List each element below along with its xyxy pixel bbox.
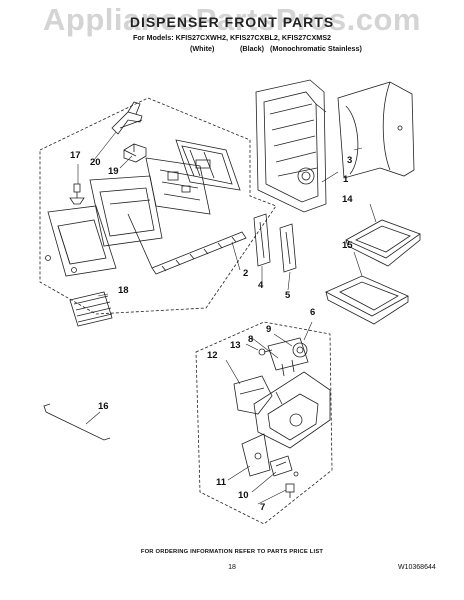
callout-13: 13 [230,340,241,351]
bezel-screws [45,255,77,273]
part-14-tray [345,219,421,267]
callout-6: 6 [310,307,316,318]
callout-12: 12 [207,350,218,361]
callout-19: 19 [108,166,119,177]
callout-17: 17 [70,150,81,161]
control-board-housing [175,139,241,191]
part-15-drip-tray [325,275,409,325]
part-5-panel [279,223,297,273]
callout-7: 7 [260,502,266,513]
part-13-screw [258,348,273,356]
part-12-funnel [233,375,273,415]
callout-3: 3 [347,155,353,166]
callout-20: 20 [90,157,101,168]
callout-9: 9 [266,324,272,335]
part-10-switch [269,455,293,477]
part-16-wire [43,403,111,441]
part-20-lever [111,101,143,135]
part-18-grille [69,291,113,327]
document-number: W10368644 [398,564,436,571]
part-1-dispenser-housing [255,79,327,213]
part-4-panel [253,213,271,267]
part-2-ribbon-cable [127,213,247,275]
callout-16: 16 [98,401,109,412]
part-11-cover [241,433,271,477]
callout-1: 1 [343,174,349,185]
callout-15: 15 [342,240,353,251]
part-7-small-part [285,471,299,498]
part-8-9-module [267,337,309,377]
part-17-screw [69,183,85,205]
callout-18: 18 [118,285,129,296]
models-line: For Models: KFIS27CXWH2, KFIS27CXBL2, KF… [132,33,332,42]
callout-10: 10 [238,490,249,501]
callout-8: 8 [248,334,254,345]
ordering-footer: FOR ORDERING INFORMATION REFER TO PARTS … [140,549,324,555]
callout-11: 11 [216,477,227,488]
page-number: 18 [228,564,236,571]
lower-housing [253,371,331,449]
page-title: DISPENSER FRONT PARTS [129,14,335,30]
callout-2: 2 [243,268,249,279]
variant-white: (White) [190,44,215,53]
front-bezel [47,205,117,277]
display-panel [89,175,163,247]
watermark: AppliancePartsPros.com [43,2,421,37]
variant-stainless: (Monochromatic Stainless) [270,44,362,53]
right-assembly-outline [195,321,333,525]
part-19-connector [123,143,147,163]
left-assembly-outline [39,97,277,315]
leader-lines [77,131,377,505]
callout-14: 14 [342,194,353,205]
callout-4: 4 [258,280,264,291]
variant-black: (Black) [240,44,264,53]
part-3-curved-panel [337,81,415,179]
callout-5: 5 [285,290,291,301]
